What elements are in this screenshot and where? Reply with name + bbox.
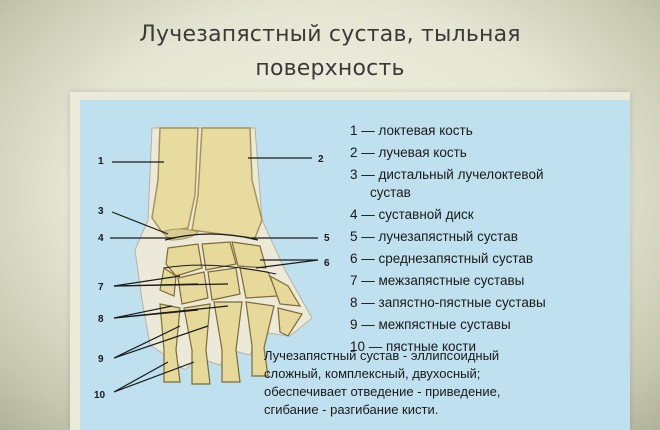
leader-line: [113, 361, 195, 393]
callout-label: 9: [98, 354, 104, 365]
leader-line: [113, 325, 209, 359]
legend-item: 9 — межпястные суставы: [350, 317, 511, 332]
callout-label: 10: [94, 390, 106, 401]
legend-item: 10 — пястные кости: [350, 339, 477, 354]
midcarpal-joint-line: [163, 264, 277, 275]
carpal-bones: [159, 241, 302, 307]
legend-item: 6 — среднезапястный сустав: [350, 251, 534, 266]
legend-item: 2 — лучевая кость: [350, 145, 467, 160]
articular-disc: [161, 228, 199, 241]
leader-line: [113, 283, 229, 287]
carpal-bone: [231, 241, 267, 269]
legend: 1 — локтевая кость 2 — лучевая кость 3 —…: [350, 122, 610, 360]
note-line: сгибание - разгибание кисти.: [264, 402, 439, 417]
metacarpal-bone: [183, 303, 211, 385]
note-line: Лучезапястный сустав - эллипсоидный: [264, 348, 500, 363]
metacarpal-bone: [213, 301, 243, 383]
callout-label: 6: [324, 258, 330, 269]
leader-line: [113, 305, 173, 319]
note-line: сложный, комплексный, двухосный;: [264, 366, 481, 381]
callout-label: 1: [98, 156, 104, 167]
callout-label: 3: [98, 206, 104, 217]
callout-leaders: [110, 157, 319, 393]
leader-line: [113, 275, 181, 287]
callout-label: 7: [98, 282, 104, 293]
note-line: обеспечивает отведение - приведение,: [264, 384, 501, 399]
slide-title-line-1: Лучезапястный сустав, тыльная: [139, 22, 521, 47]
callout-label: 8: [98, 314, 104, 325]
carpal-bone: [268, 274, 302, 307]
description-note: Лучезапястный сустав - эллипсоидный слож…: [264, 347, 634, 419]
leader-line: [255, 259, 319, 269]
metacarpal-bones: [159, 301, 303, 385]
metacarpal-bone: [159, 303, 181, 383]
metacarpal-bone: [245, 301, 275, 377]
carpal-bone: [201, 241, 237, 271]
legend-item: 8 — запястно-пястные суставы: [350, 295, 546, 310]
legend-item-continuation: сустав: [370, 185, 411, 200]
carpal-bone: [177, 271, 209, 305]
ulna-bone: [151, 127, 199, 233]
leader-line: [111, 211, 169, 235]
slide-title-line-2: поверхность: [255, 56, 405, 81]
callout-label: 2: [318, 154, 324, 165]
callout-label: 5: [324, 233, 330, 244]
metacarpal-bone: [277, 307, 303, 337]
legend-item: 7 — межзапястные суставы: [350, 273, 525, 288]
leader-line: [113, 305, 229, 319]
carpal-bone: [165, 243, 203, 277]
legend-item: 4 — суставной диск: [350, 207, 474, 222]
leader-line: [113, 361, 169, 393]
callout-label: 4: [98, 233, 104, 244]
leader-line: [113, 325, 181, 359]
legend-item: 1 — локтевая кость: [350, 123, 473, 138]
carpal-bone: [159, 266, 177, 297]
wrist-joint-illustration: 1 2 3 4 5 6 7 8 9 10: [94, 127, 330, 401]
legend-item: 3 — дистальный лучелоктевой: [350, 167, 544, 182]
legend-item: 5 — лучезапястный сустав: [350, 229, 518, 244]
